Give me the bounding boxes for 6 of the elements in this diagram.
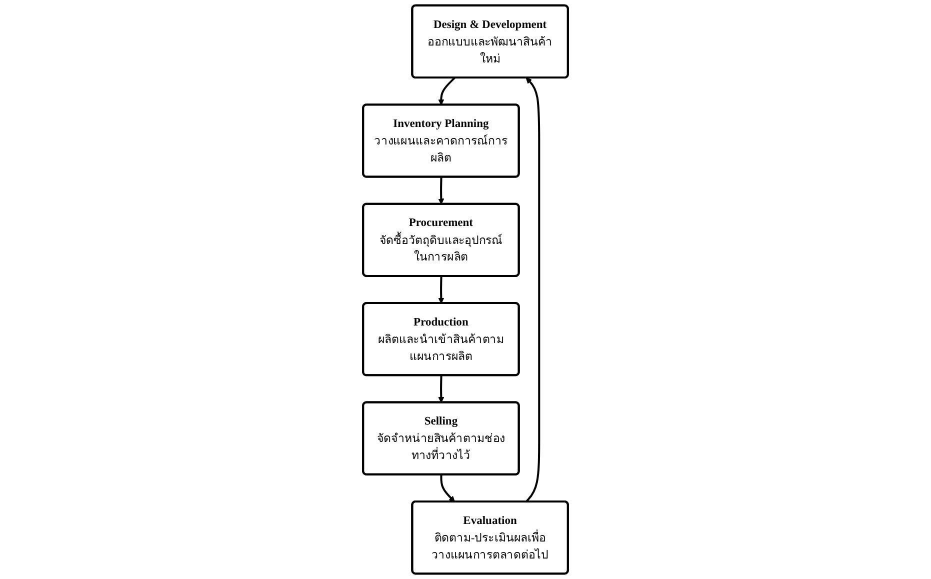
- arrow: [438, 177, 444, 204]
- arrow: [438, 276, 444, 304]
- arrow: [438, 375, 444, 403]
- arrow: [525, 78, 540, 502]
- arrow: [440, 474, 455, 502]
- arrow: [438, 77, 456, 106]
